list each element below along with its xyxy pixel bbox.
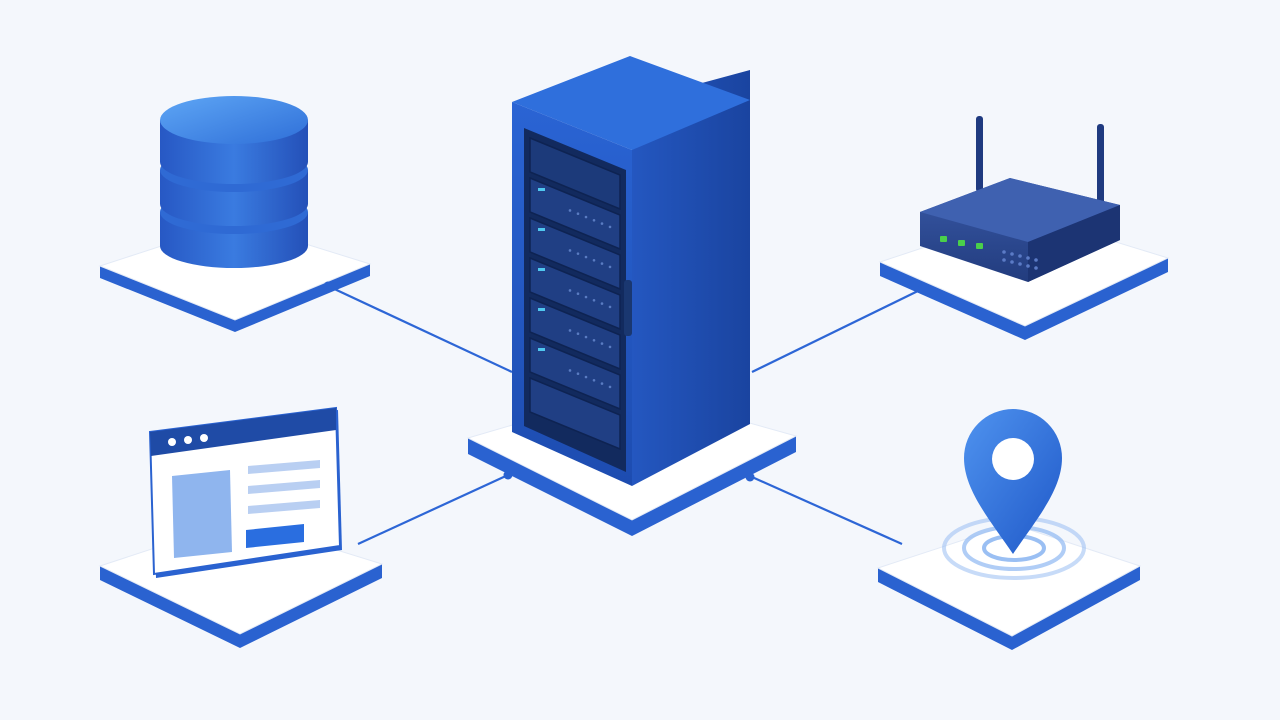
rack-vent-dot xyxy=(608,345,612,349)
rack-vent-dot xyxy=(568,329,572,332)
rack-vent-dot xyxy=(576,292,580,296)
rack-vent-dot xyxy=(608,385,612,389)
router-icon xyxy=(920,116,1120,282)
rack-unit xyxy=(529,296,621,371)
server-hub xyxy=(466,56,798,536)
window-text-line-2 xyxy=(248,480,320,494)
window-dot-2 xyxy=(184,436,192,444)
rack-vent-dot xyxy=(600,262,604,265)
rack-handle xyxy=(624,280,632,336)
window-button xyxy=(246,524,304,548)
rack-vent-dot xyxy=(584,295,588,299)
link-database-server xyxy=(327,285,513,373)
rack-vent-dot xyxy=(568,289,572,292)
window-image-placeholder xyxy=(172,470,232,558)
server-rack-icon xyxy=(512,56,750,486)
link-webapp-server xyxy=(357,474,509,545)
router-vent-grille xyxy=(1002,250,1038,270)
router-port-dot xyxy=(917,284,927,294)
rack-vent-dot xyxy=(608,225,612,229)
rack-unit xyxy=(529,376,621,451)
rack-vent-dot xyxy=(568,249,572,252)
database-icon xyxy=(160,96,308,268)
window-dot-3 xyxy=(200,434,208,442)
browser-window-icon xyxy=(148,406,342,578)
rack-unit-led xyxy=(538,308,545,311)
rack-unit-led xyxy=(538,348,545,351)
rack-vent-dot xyxy=(592,339,596,342)
rack-unit-led xyxy=(538,228,545,231)
server-port-right xyxy=(745,472,755,482)
rack-vent-dot xyxy=(608,305,612,309)
rack-vent-dot xyxy=(584,215,588,219)
window-text-line-1 xyxy=(248,460,320,474)
rack-vent-dot xyxy=(600,382,604,385)
rack-vent-dot xyxy=(592,259,596,262)
rack-side-panel xyxy=(632,70,750,486)
location-node xyxy=(876,409,1142,650)
rack-vent-dot xyxy=(584,375,588,379)
rack-vent-dot xyxy=(600,222,604,225)
location-pin-icon xyxy=(942,409,1086,580)
rack-unit xyxy=(529,256,621,331)
link-location-server xyxy=(751,475,903,546)
rack-vent-dot xyxy=(592,379,596,382)
router-antenna-right xyxy=(1097,124,1104,204)
rack-vent-dot xyxy=(584,335,588,339)
rack-vent-dot xyxy=(576,212,580,216)
router-status-leds xyxy=(940,236,983,249)
rack-vent-dot xyxy=(576,372,580,376)
rack-vent-dot xyxy=(592,299,596,302)
rack-unit xyxy=(529,216,621,291)
rack-vent-dot xyxy=(568,209,572,212)
rack-vent-panel xyxy=(529,136,621,211)
database-node xyxy=(98,96,372,332)
rack-unit-led xyxy=(538,188,545,191)
window-dot-1 xyxy=(168,438,176,446)
rack-vent-dot xyxy=(600,342,604,345)
window-text-line-3 xyxy=(248,500,320,514)
rack-unit xyxy=(529,176,621,251)
webapp-node xyxy=(98,406,384,648)
connection-links xyxy=(327,285,923,546)
rack-vent-dot xyxy=(608,265,612,269)
rack-vent-dot xyxy=(600,302,604,305)
server-port-left xyxy=(503,470,513,480)
rack-unit-led xyxy=(538,268,545,271)
database-port-dot xyxy=(323,281,333,291)
rack-vent-dot xyxy=(576,252,580,256)
router-antenna-left xyxy=(976,116,983,192)
rack-vent-dot xyxy=(584,255,588,259)
rack-unit xyxy=(529,336,621,411)
rack-units xyxy=(529,136,621,451)
pin-hole xyxy=(992,438,1034,480)
rack-vent-dot xyxy=(576,332,580,336)
router-node xyxy=(878,116,1170,340)
rack-vent-dot xyxy=(592,219,596,222)
rack-vent-dot xyxy=(568,369,572,372)
rack-top xyxy=(512,56,750,150)
link-router-server xyxy=(751,288,923,373)
